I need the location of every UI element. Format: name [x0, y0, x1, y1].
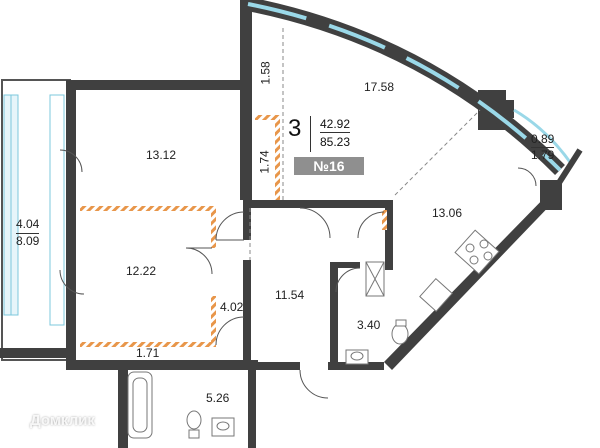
- house-icon: [8, 410, 26, 426]
- room-area-bathroom-right: 3.40: [357, 318, 381, 332]
- total-area: 85.23: [320, 135, 351, 149]
- zone-lines: [249, 28, 481, 260]
- right-balcony-area-2: 1.79: [531, 148, 555, 162]
- room-area-living: 17.58: [364, 80, 395, 94]
- room-area-niche-mid: 1.74: [257, 150, 272, 174]
- watermark-text: Домклик: [30, 412, 95, 429]
- curved-facade: [246, 0, 583, 202]
- left-balcony-area-2: 8.09: [16, 234, 40, 248]
- room-area-niche-top: 1.58: [258, 61, 273, 85]
- apartment-number-badge: №16: [294, 157, 364, 175]
- room-area-corridor: 4.02: [220, 300, 244, 314]
- bottom-bathroom-fixtures: [127, 371, 235, 439]
- left-balcony-area-1: 4.04: [16, 217, 40, 234]
- living-area: 42.92: [320, 117, 351, 133]
- room-area-bathroom-bottom: 5.26: [206, 391, 230, 405]
- room-area-kitchen: 13.06: [432, 206, 463, 220]
- hatched-partitions: [80, 115, 387, 347]
- watermark: Домклик: [8, 410, 95, 429]
- room-area-hall: 11.54: [275, 288, 305, 302]
- right-balcony-area-1: 0.89: [531, 132, 555, 148]
- rooms-count: 3: [288, 115, 302, 142]
- room-area-bedroom-left: 12.22: [126, 264, 157, 278]
- walls: [66, 0, 562, 448]
- left-balcony: [0, 79, 72, 361]
- doors: [59, 149, 537, 399]
- room-area-wardrobe: 1.71: [136, 346, 160, 360]
- room-area-bedroom-top: 13.12: [146, 148, 177, 162]
- right-bathroom-fixtures: [345, 261, 409, 365]
- kitchen-fixtures: [419, 229, 500, 312]
- info-divider: [310, 116, 311, 152]
- apartment-info: 3 42.92 85.23 №16: [288, 113, 372, 175]
